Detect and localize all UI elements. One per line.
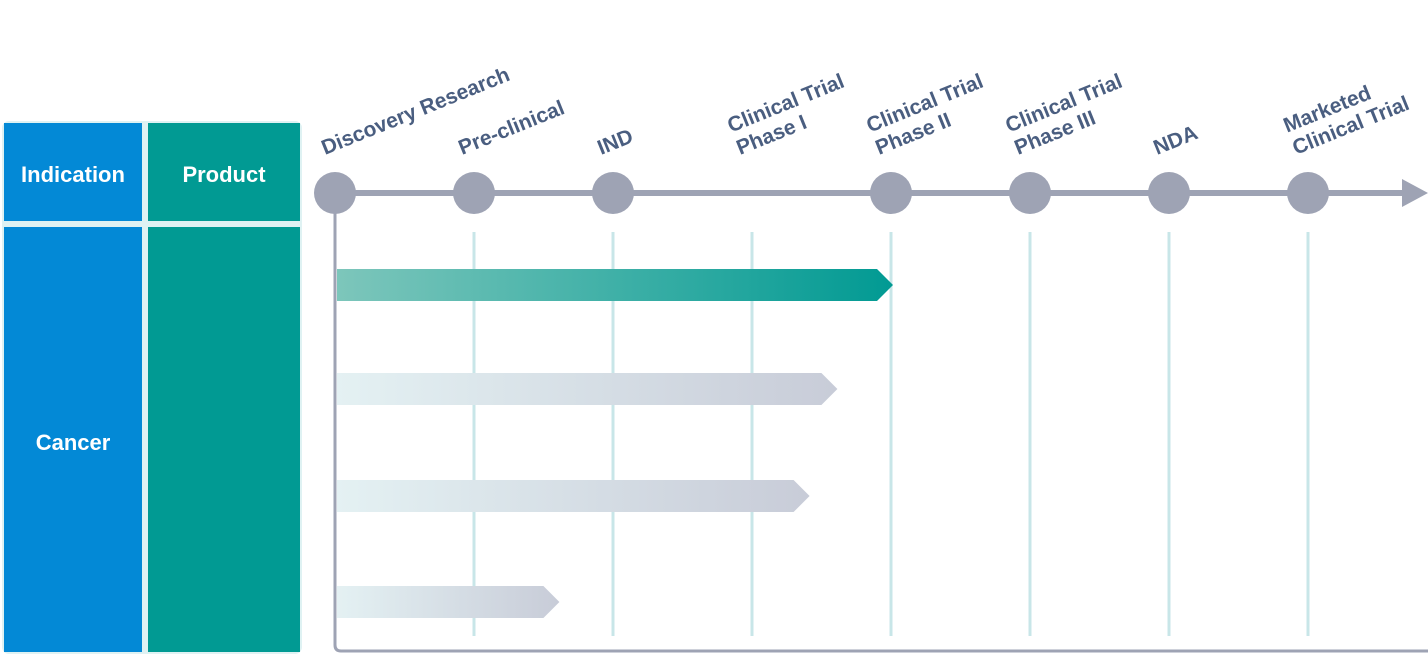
stage-label-6: NDA xyxy=(1150,121,1201,159)
stage-node-6 xyxy=(1148,172,1190,214)
stage-label-line: Pre-clinical xyxy=(455,96,568,159)
chart-frame-line xyxy=(333,194,1428,653)
stage-node-0 xyxy=(314,172,356,214)
indication-header: Indication xyxy=(21,162,125,187)
stage-label-2: IND xyxy=(594,125,636,160)
indication-header-cell xyxy=(4,123,142,221)
indication-value: Cancer xyxy=(36,430,111,455)
product-header-cell xyxy=(148,123,300,221)
pipeline-bars xyxy=(337,269,893,618)
stage-nodes xyxy=(314,172,1329,214)
pipeline-bar-2 xyxy=(337,480,810,512)
pipeline-bar-1 xyxy=(337,373,838,405)
stage-node-2 xyxy=(592,172,634,214)
product-header: Product xyxy=(182,162,266,187)
pipeline-bar-0 xyxy=(337,269,893,301)
stage-label-1: Pre-clinical xyxy=(455,96,568,159)
stage-node-5 xyxy=(1009,172,1051,214)
timeline-arrowhead-icon xyxy=(1402,179,1428,207)
pipeline-table: Indication Product Cancer xyxy=(2,121,302,654)
pipeline-bar-3 xyxy=(337,586,560,618)
indication-cell xyxy=(4,227,142,652)
stage-node-4 xyxy=(870,172,912,214)
stage-node-1 xyxy=(453,172,495,214)
stage-node-7 xyxy=(1287,172,1329,214)
stage-label-line: IND xyxy=(594,125,636,160)
product-cell xyxy=(148,227,300,652)
stage-label-line: NDA xyxy=(1150,121,1201,159)
